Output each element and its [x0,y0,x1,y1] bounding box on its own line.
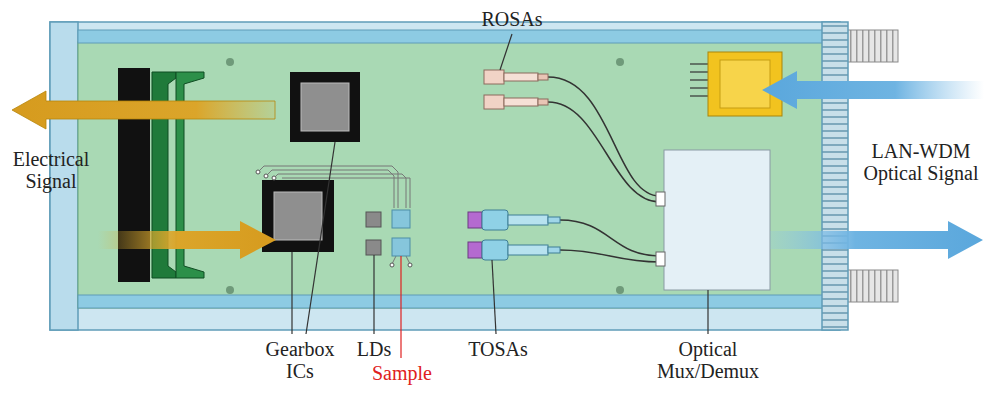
trace-pad [264,174,268,178]
rosa-body [484,95,504,109]
tosa-body [482,240,508,260]
sample-chip [392,238,410,256]
rosa-barrel [504,98,538,106]
pin [690,87,708,88]
leader-line [400,256,401,358]
leader-line [500,34,512,70]
housing-rail [78,295,840,308]
pin [690,71,708,72]
part-label: ROSAs [467,8,557,30]
fiber-port [656,192,665,206]
leader-line [492,260,496,334]
part-label: TOSAs [458,338,538,360]
edge-connector [118,68,204,282]
sample-chip [392,210,410,228]
trace [282,178,410,208]
part-label: Gearbox ICs [255,338,345,382]
housing-body [50,22,840,330]
pcb-traces [256,166,412,267]
leader-line [291,252,292,334]
optical-mux-demux [656,52,782,290]
ic-package [290,72,360,142]
demux-block-top [720,60,770,108]
tosa-barrel [508,215,548,225]
rosa-tip [538,99,548,105]
gearbox-ics [262,72,360,252]
latch-tab [846,30,898,62]
rosa-barrel [504,73,538,81]
part-label: LDs [344,338,404,360]
leader-line [373,255,374,334]
trace [274,174,406,208]
leader-line [707,290,708,334]
tosa-body [482,210,508,230]
trace-pad [256,170,260,174]
part-label: Optical Mux/Demux [648,338,768,382]
mount-hole [226,286,234,294]
optical-out-arrow [770,221,983,259]
pin [690,95,708,96]
ic-die [301,83,349,131]
signal-arrows [12,71,984,259]
ic-die [274,192,322,240]
fiber [560,250,660,262]
rosa-tip [538,74,548,80]
housing-rail [78,30,840,43]
mux-block [664,150,770,290]
fiber [548,102,660,202]
mount-hole [616,58,624,66]
optical-fibers [548,77,660,262]
ld-chip [366,240,381,255]
tosa-tip [548,217,560,223]
tosa-barrel [508,245,548,255]
fiber-port [656,252,665,266]
tosa-can [468,242,482,258]
trace-pad [272,176,276,180]
trace-pad [390,263,394,267]
signal-label: LAN-WDM Optical Signal [856,140,986,184]
sample-label: Sample [362,362,442,384]
demux-block [708,52,782,116]
electrical-in-arrow [98,221,276,259]
signal-label: Electrical Signal [3,148,99,192]
module-housing [50,22,848,330]
pin [690,63,708,64]
electrical-out-arrow [12,91,275,129]
connector-grill [822,22,848,330]
rosas [484,70,548,109]
laser-drivers [366,210,410,256]
connector-bar [118,68,150,282]
leader-line [306,142,335,334]
mount-hole [226,58,234,66]
pcb [78,42,830,308]
pin [690,79,708,80]
mount-hole [616,286,624,294]
trace-pad [408,263,412,267]
tosas [468,210,560,260]
optical-in-arrow [762,71,984,109]
fiber [548,77,660,196]
tosa-tip [548,247,560,253]
latch-tab [846,270,898,302]
mux-pins [690,64,708,96]
rosa-body [484,70,504,84]
ld-chip [366,212,381,227]
tosa-can [468,212,482,228]
leader-lines [292,34,708,358]
